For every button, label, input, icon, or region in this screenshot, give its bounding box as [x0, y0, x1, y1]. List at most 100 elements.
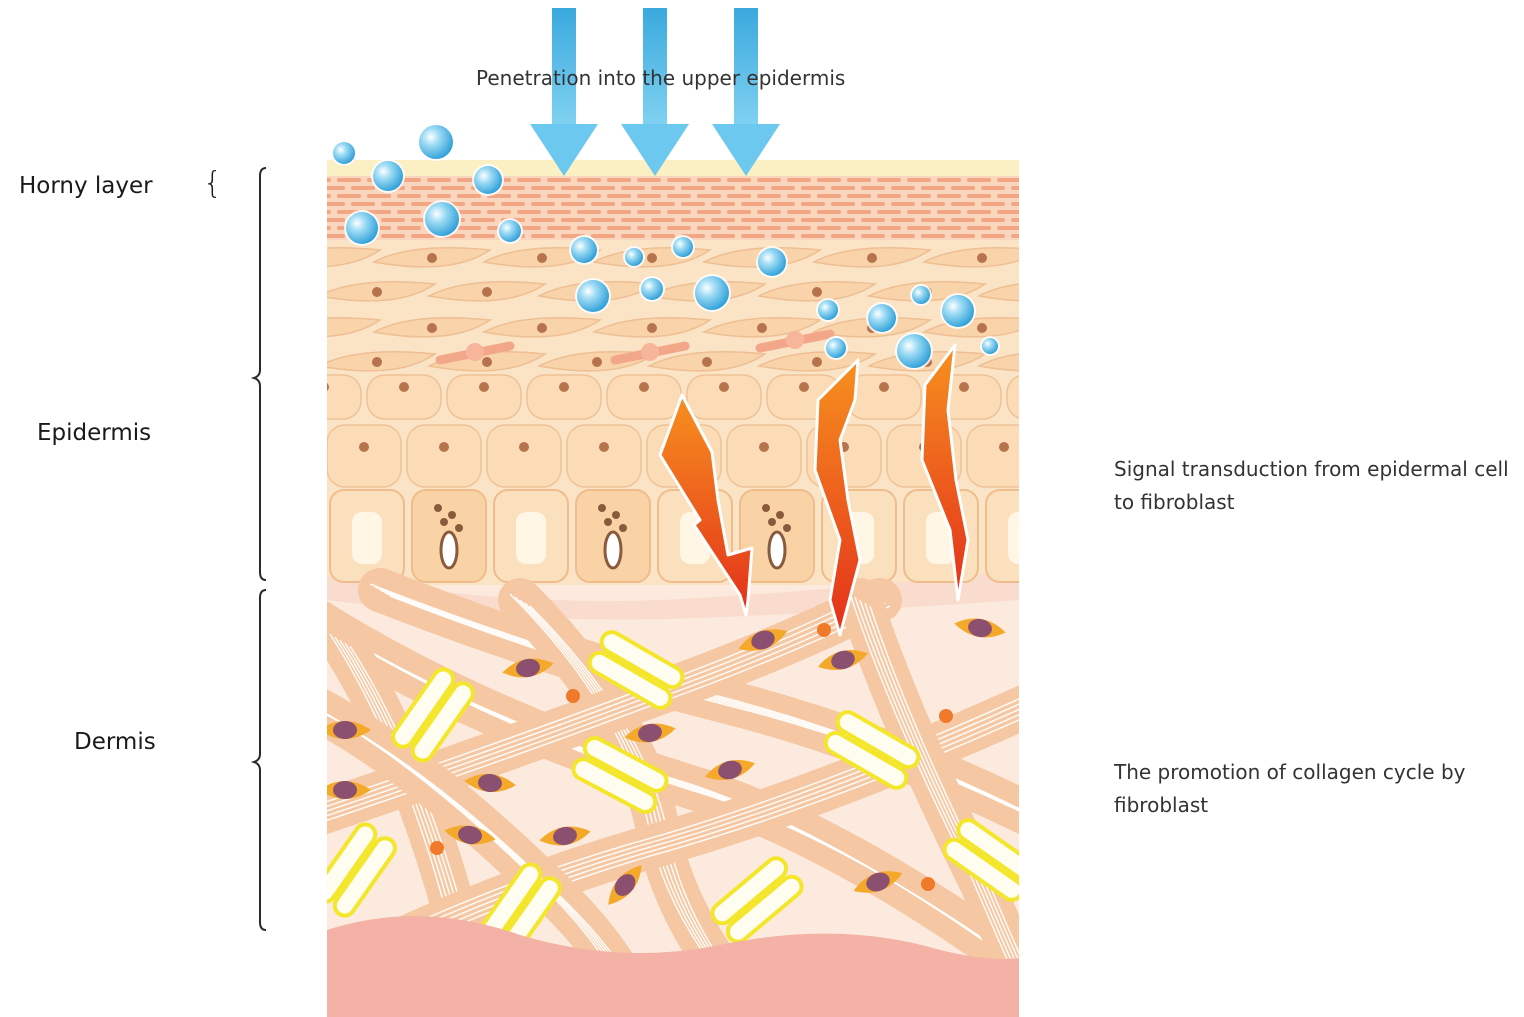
melanin-granule	[612, 511, 620, 519]
spinous-cell	[967, 425, 1041, 487]
horny-scale	[607, 194, 631, 198]
horny-scale	[891, 186, 915, 190]
cell-nucleus	[647, 323, 657, 333]
horny-scale	[471, 234, 495, 238]
horny-scale	[907, 194, 931, 198]
horny-scale	[381, 234, 405, 238]
horny-scale	[321, 234, 345, 238]
horny-scale	[907, 178, 931, 182]
cell-nucleus	[1032, 357, 1042, 367]
horny-scale	[997, 194, 1021, 198]
horny-scale	[727, 226, 751, 230]
horny-scale	[397, 194, 421, 198]
horny-scale	[861, 234, 885, 238]
horny-scale	[427, 194, 451, 198]
horny-scale	[771, 202, 795, 206]
droplet	[695, 276, 729, 310]
horny-scale	[651, 202, 675, 206]
droplet	[942, 295, 974, 327]
horny-scale	[727, 194, 751, 198]
melanin-granule	[783, 524, 791, 532]
horny-scale	[637, 178, 661, 182]
horny-scale	[891, 234, 915, 238]
droplet	[419, 125, 453, 159]
melanin-granule	[448, 511, 456, 519]
horny-scale	[951, 234, 975, 238]
layer-brackets	[254, 168, 266, 930]
horny-scale	[471, 202, 495, 206]
cell-nucleus	[879, 382, 889, 392]
basal-cell-core	[352, 512, 382, 564]
horny-scale	[1011, 202, 1035, 206]
horny-scale	[1027, 226, 1051, 230]
horny-scale	[307, 194, 331, 198]
horny-scale	[1011, 234, 1035, 238]
dermis-bracket	[254, 590, 266, 930]
cell-nucleus	[359, 442, 369, 452]
horny-scale	[441, 186, 465, 190]
horny-scale	[787, 226, 811, 230]
horny-scale	[501, 186, 525, 190]
horny-scale	[1027, 178, 1051, 182]
cell-nucleus	[977, 253, 987, 263]
horny-scale	[741, 234, 765, 238]
melanin-granule	[434, 504, 442, 512]
spinous-cell	[607, 375, 681, 419]
cell-nucleus	[537, 323, 547, 333]
cell-nucleus	[372, 357, 382, 367]
horny-scale	[367, 194, 391, 198]
horny-scale	[577, 226, 601, 230]
horny-scale	[381, 218, 405, 222]
spinous-cell	[487, 425, 561, 487]
horny-scale	[967, 210, 991, 214]
horny-scale	[997, 178, 1021, 182]
horny-scale	[817, 178, 841, 182]
horny-scale	[561, 202, 585, 206]
horny-scale	[697, 226, 721, 230]
cell-nucleus	[319, 382, 329, 392]
horny-scale	[861, 186, 885, 190]
cell-nucleus	[482, 357, 492, 367]
horny-scale	[787, 194, 811, 198]
melanin-granule	[762, 504, 770, 512]
droplet	[333, 142, 355, 164]
horny-scale	[411, 186, 435, 190]
horny-scale	[967, 194, 991, 198]
cell-nucleus	[1087, 323, 1097, 333]
spinous-cell	[687, 375, 761, 419]
horny-scale	[607, 210, 631, 214]
melanin-granule	[598, 504, 606, 512]
horny-scale	[727, 210, 751, 214]
horny-scale	[727, 178, 751, 182]
horny-scale	[637, 194, 661, 198]
droplet	[625, 248, 643, 266]
horny-scale	[531, 234, 555, 238]
horny-scale	[921, 234, 945, 238]
skin-panel	[264, 160, 1150, 1017]
horny-scale	[981, 234, 1005, 238]
horny-scale	[937, 178, 961, 182]
horny-scale	[621, 234, 645, 238]
horny-scale	[861, 218, 885, 222]
horny-scale	[757, 226, 781, 230]
horny-scale	[651, 234, 675, 238]
horny-scale	[531, 186, 555, 190]
horny-scale	[621, 202, 645, 206]
horny-scale	[651, 218, 675, 222]
penetration-label: Penetration into the upper epidermis	[476, 66, 845, 90]
collagen-promotion-label: The promotion of collagen cycle by fibro…	[1114, 756, 1514, 822]
horny-scale	[487, 210, 511, 214]
horny-scale	[801, 202, 825, 206]
cell-nucleus	[479, 382, 489, 392]
fibroblast-nucleus	[333, 781, 357, 799]
horny-scale	[651, 186, 675, 190]
cell-nucleus	[427, 323, 437, 333]
horny-scale	[517, 194, 541, 198]
dendritic-cell-body	[641, 343, 659, 361]
horny-scale	[607, 178, 631, 182]
horny-scale	[741, 186, 765, 190]
horny-scale	[831, 186, 855, 190]
cell-nucleus	[977, 323, 987, 333]
horny-layer-label: Horny layer	[19, 173, 153, 199]
